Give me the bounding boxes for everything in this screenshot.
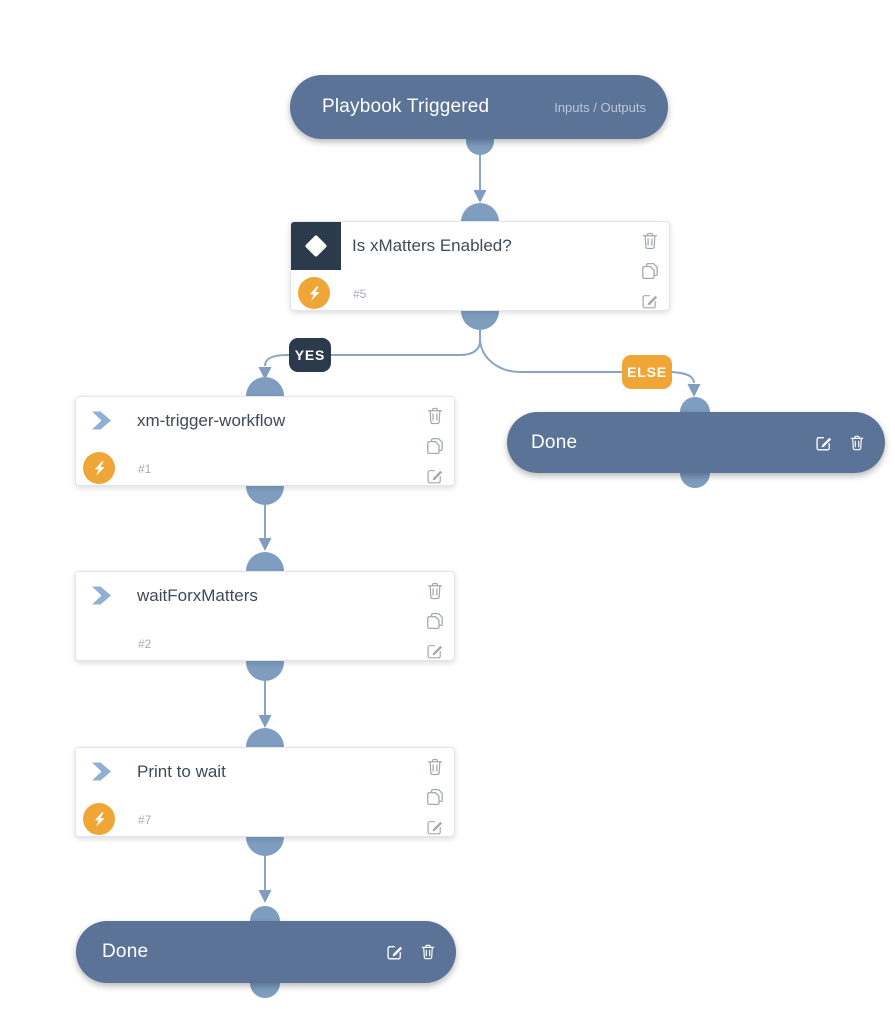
action-node-title: xm-trigger-workflow: [137, 410, 286, 430]
edit-node-button[interactable]: [641, 292, 659, 310]
trash-icon: [426, 582, 444, 600]
branch-label-else[interactable]: ELSE: [622, 355, 672, 389]
node-actions: [426, 582, 444, 660]
trash-icon: [426, 758, 444, 776]
edit-icon: [426, 818, 444, 836]
decision-icon-tile: [291, 222, 341, 270]
lightning-bolt-icon: [89, 809, 108, 828]
action-node-id: #7: [138, 813, 152, 827]
node-actions: [641, 232, 659, 310]
copy-icon: [426, 788, 444, 806]
playbook-chevron-icon: [91, 411, 112, 430]
lightning-bolt-icon: [89, 458, 108, 477]
decision-node-is-xmatters-enabled[interactable]: Is xMatters Enabled? #5: [290, 221, 670, 311]
node-actions: [426, 758, 444, 836]
action-node-waitforxmatters[interactable]: waitForxMatters #2: [75, 571, 455, 661]
action-node-xm-trigger-workflow[interactable]: xm-trigger-workflow #1: [75, 396, 455, 486]
edit-end-button[interactable]: [815, 434, 833, 452]
edit-node-button[interactable]: [426, 818, 444, 836]
end-node-label: Done: [102, 941, 149, 962]
copy-node-button[interactable]: [426, 437, 444, 455]
start-node-playbook-triggered[interactable]: Playbook Triggered Inputs / Outputs: [290, 75, 668, 139]
copy-icon: [426, 437, 444, 455]
action-node-title: waitForxMatters: [137, 585, 258, 605]
playbook-chevron-icon: [91, 762, 112, 781]
automation-badge: [298, 277, 330, 309]
delete-node-button[interactable]: [426, 407, 444, 425]
action-node-title: Print to wait: [137, 761, 226, 781]
edit-icon: [426, 467, 444, 485]
copy-icon: [426, 612, 444, 630]
end-node-actions: [815, 434, 865, 452]
playbook-chevron-icon: [91, 586, 112, 605]
automation-badge: [83, 452, 115, 484]
inputs-outputs-link[interactable]: Inputs / Outputs: [554, 99, 646, 115]
delete-end-button[interactable]: [849, 435, 865, 451]
end-node-done-right[interactable]: Done: [507, 412, 885, 473]
branch-label-yes[interactable]: YES: [289, 338, 331, 372]
copy-node-button[interactable]: [641, 262, 659, 280]
edit-icon: [815, 434, 833, 452]
decision-node-title: Is xMatters Enabled?: [352, 235, 512, 255]
diamond-icon: [304, 234, 328, 258]
automation-badge: [83, 803, 115, 835]
end-node-actions: [386, 943, 436, 961]
trash-icon: [426, 407, 444, 425]
edit-end-button[interactable]: [386, 943, 404, 961]
edit-icon: [641, 292, 659, 310]
start-node-label: Playbook Triggered: [322, 96, 490, 117]
lightning-bolt-icon: [304, 283, 323, 302]
action-node-print-to-wait[interactable]: Print to wait #7: [75, 747, 455, 837]
decision-node-id: #5: [353, 287, 367, 301]
end-node-done-bottom[interactable]: Done: [76, 921, 456, 983]
edit-node-button[interactable]: [426, 642, 444, 660]
trash-icon: [420, 944, 436, 960]
edit-icon: [426, 642, 444, 660]
delete-end-button[interactable]: [420, 944, 436, 960]
edit-node-button[interactable]: [426, 467, 444, 485]
action-node-id: #1: [138, 462, 152, 476]
action-node-id: #2: [138, 637, 152, 651]
node-actions: [426, 407, 444, 485]
delete-node-button[interactable]: [426, 582, 444, 600]
copy-node-button[interactable]: [426, 612, 444, 630]
delete-node-button[interactable]: [641, 232, 659, 250]
trash-icon: [641, 232, 659, 250]
end-node-label: Done: [531, 431, 578, 453]
edit-icon: [386, 943, 404, 961]
trash-icon: [849, 435, 865, 451]
copy-node-button[interactable]: [426, 788, 444, 806]
delete-node-button[interactable]: [426, 758, 444, 776]
copy-icon: [641, 262, 659, 280]
